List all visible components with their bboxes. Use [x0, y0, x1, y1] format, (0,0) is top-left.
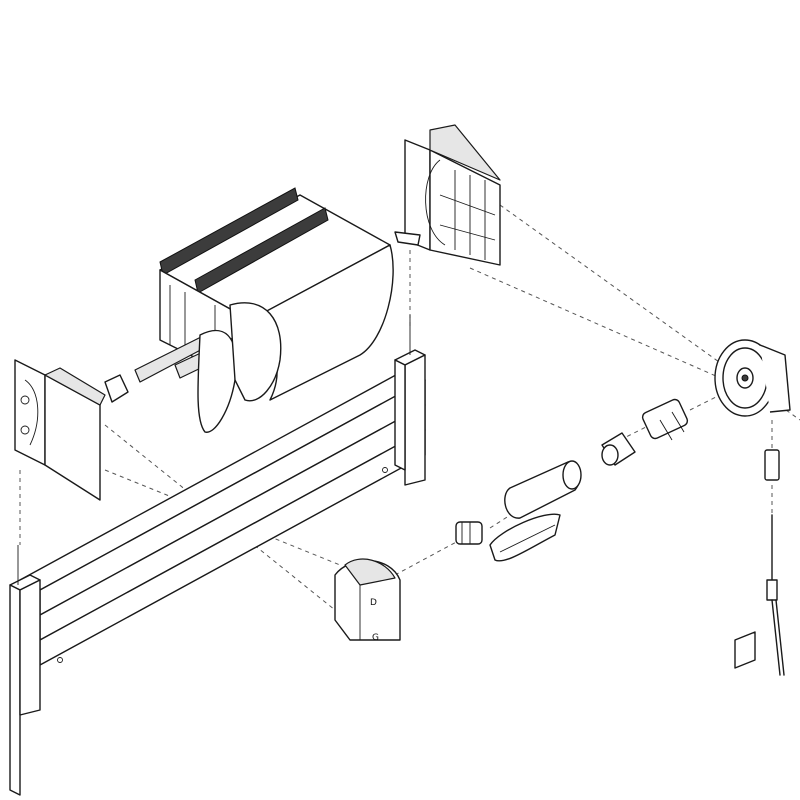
coupling-parts [455, 398, 689, 545]
roller-box-housing [104, 187, 394, 433]
end-cap-marker-g: G [372, 633, 379, 643]
left-end-bracket [14, 359, 106, 501]
shutter-slat-frame [9, 315, 426, 796]
crank-rod [734, 449, 785, 676]
roller-tube-assembly [489, 460, 582, 562]
upper-side-cassette [394, 124, 501, 266]
lower-end-cap: D G [334, 558, 401, 643]
end-cap-marker-d: D [370, 598, 377, 608]
pulley-wheel [714, 339, 791, 417]
